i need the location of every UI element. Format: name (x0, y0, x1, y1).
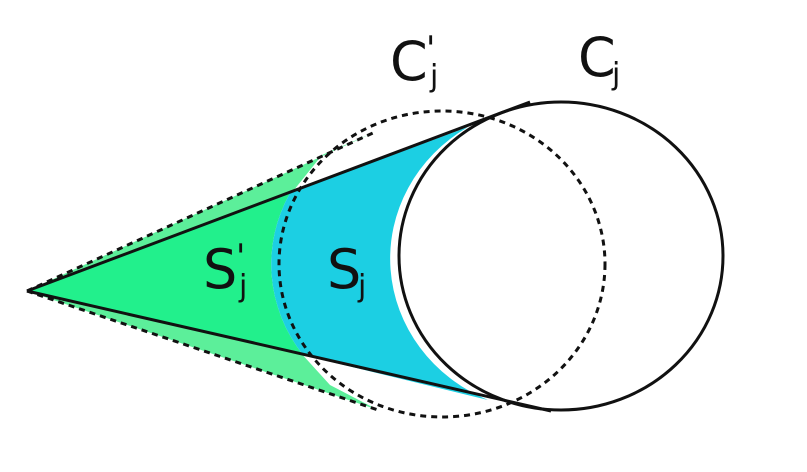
dashed-tangent-top (26, 130, 376, 293)
label-c-prime-sub: j (429, 59, 438, 94)
label-c-sub: j (611, 57, 620, 92)
label-s-prime-sub: j (238, 269, 247, 304)
label-circle-c-prime: C ' j (390, 29, 438, 94)
tangent-line-top (26, 100, 531, 293)
label-s-main: S (327, 238, 361, 301)
label-c-main: C (578, 26, 616, 89)
region-s-prime (27, 193, 303, 355)
label-region-s: S j (327, 238, 366, 304)
label-circle-c: C j (578, 26, 620, 92)
circle-c-prime (277, 109, 607, 419)
label-s-sub: j (357, 269, 366, 304)
circle-c (397, 100, 725, 412)
label-c-prime-prime: ' (426, 29, 435, 69)
label-s-prime-prime: ' (236, 237, 245, 277)
label-region-s-prime: S ' j (203, 237, 247, 304)
dashed-tangent-bottom (26, 289, 379, 412)
tangent-line-bottom (26, 289, 552, 413)
region-s (271, 127, 488, 400)
label-s-prime-main: S (203, 238, 237, 301)
label-c-prime-main: C (390, 30, 428, 93)
